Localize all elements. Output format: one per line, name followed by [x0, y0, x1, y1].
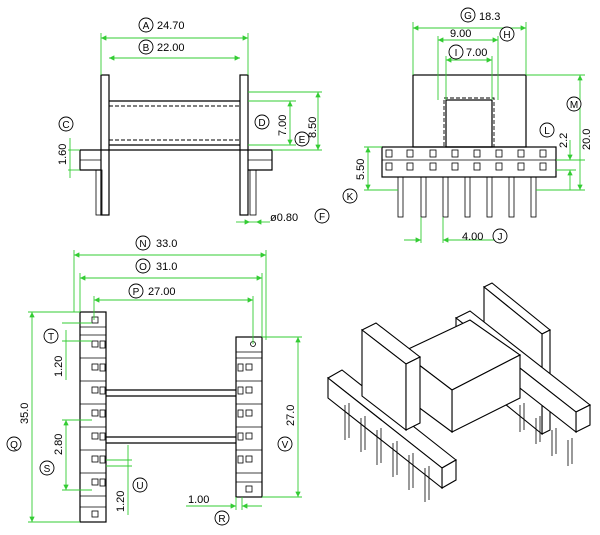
dim-d-value: 7.00	[277, 115, 289, 136]
side-view: A 24.70 B 22.00 C 1.60 D 7.00 E 8.50 ø0.…	[57, 17, 330, 225]
callout-b	[138, 39, 154, 55]
dim-h-value: 9.00	[450, 28, 471, 40]
callout-a-label: A	[143, 21, 150, 32]
callout-h-label: H	[503, 30, 510, 41]
front-view: G 18.3 9.00 H I 7.00 5.50 K 4.00 J L 2.2…	[342, 7, 593, 244]
callout-b-label: B	[143, 43, 150, 54]
callout-l-label: L	[544, 126, 550, 137]
callout-m	[566, 96, 582, 112]
dim-u-value: 1.20	[115, 491, 127, 512]
callout-v	[277, 436, 293, 452]
callout-m-label: M	[570, 100, 578, 111]
dim-i-value: 7.00	[466, 47, 487, 59]
dim-p-value: 27.00	[148, 286, 176, 298]
dim-f-value: ø0.80	[270, 212, 298, 224]
dim-c-value: 1.60	[57, 144, 69, 165]
callout-u-label: U	[136, 481, 143, 492]
callout-u	[132, 477, 148, 493]
callout-p-label: P	[133, 287, 140, 298]
callout-v-label: V	[282, 440, 289, 451]
callout-s-label: S	[44, 464, 51, 475]
callout-k	[342, 188, 358, 204]
callout-d	[254, 114, 270, 130]
dim-g-value: 18.3	[479, 11, 500, 23]
dim-m-value: 20.0	[581, 129, 593, 150]
callout-q	[214, 510, 230, 526]
callout-j	[492, 228, 508, 244]
dim-e-value: 8.50	[307, 117, 319, 138]
callout-g	[460, 7, 476, 23]
callout-j-label: J	[498, 232, 503, 243]
callout-o-label: O	[139, 262, 147, 273]
callout-q-label: R	[218, 514, 225, 525]
dim-r-value: 35.0	[19, 403, 31, 424]
dim-l-value: 2.2	[558, 133, 570, 148]
isometric-view	[327, 282, 592, 502]
dim-j-value: 4.00	[462, 231, 483, 243]
callout-r-label: Q	[10, 440, 18, 451]
callout-r	[6, 436, 22, 452]
callout-a	[138, 17, 154, 33]
dim-s-value: 2.80	[53, 434, 65, 455]
callout-n-label: N	[139, 239, 146, 250]
callout-t-label: T	[48, 332, 54, 343]
callout-i	[448, 44, 464, 60]
callout-p	[128, 283, 144, 299]
callout-e-label: E	[299, 135, 306, 146]
dim-q-value: 1.00	[188, 494, 209, 506]
dim-v-value: 27.0	[285, 405, 297, 426]
callout-e	[294, 131, 310, 147]
callout-c	[58, 116, 74, 132]
callout-g-label: G	[464, 11, 472, 22]
callout-h	[499, 26, 515, 42]
dim-o-value: 31.0	[156, 261, 177, 273]
dim-a-value: 24.70	[157, 20, 185, 32]
callout-n	[135, 235, 151, 251]
callout-s	[39, 460, 55, 476]
callout-f	[314, 208, 330, 224]
bottom-view: N 33.0 O 31.0 P 27.00 Q 35.0 T 1.20 S 2.…	[6, 235, 302, 526]
callout-d-label: D	[258, 118, 265, 129]
callout-k-label: K	[347, 192, 354, 203]
dim-k-value: 5.50	[355, 159, 367, 180]
callout-t	[43, 328, 59, 344]
callout-c-label: C	[62, 120, 69, 131]
dim-t-value: 1.20	[53, 356, 65, 377]
dim-b-value: 22.00	[157, 42, 185, 54]
callout-i-label: I	[455, 48, 458, 59]
callout-f-label: F	[319, 212, 325, 223]
callout-l	[539, 122, 555, 138]
dim-n-value: 33.0	[156, 238, 177, 250]
callout-o	[135, 258, 151, 274]
